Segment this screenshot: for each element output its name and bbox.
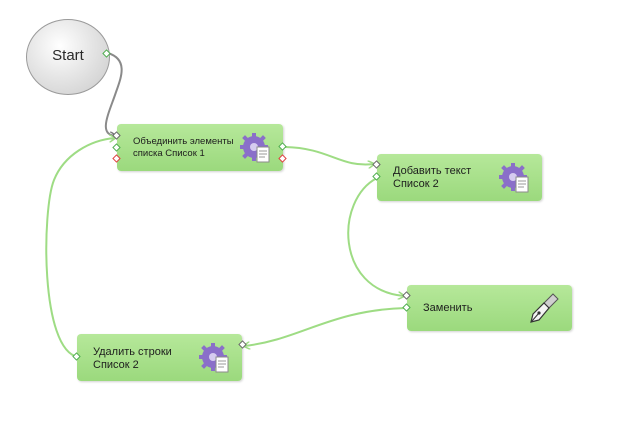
connector-merge-to-addtext[interactable] [284, 146, 374, 165]
start-output-port[interactable] [102, 49, 112, 59]
node-delete-lines[interactable]: Удалить строки Список 2 [77, 334, 242, 381]
node-delete-label-1: Удалить строки [93, 346, 172, 358]
node-merge-label-1: Объединить элементы [133, 136, 234, 147]
node-add-text[interactable]: Добавить текст Список 2 [377, 154, 542, 201]
node-addtext-label-1: Добавить текст [393, 165, 472, 177]
delete-port-left[interactable] [72, 352, 82, 362]
merge-ports-right[interactable] [278, 142, 288, 166]
merge-ports-left[interactable] [112, 131, 122, 167]
fountain-pen-icon [530, 293, 559, 323]
node-replace[interactable]: Заменить [407, 285, 572, 331]
connector-delete-to-merge[interactable] [45, 138, 115, 358]
addtext-ports-left[interactable] [372, 160, 382, 184]
replace-ports-left[interactable] [402, 291, 412, 315]
node-merge-elements[interactable]: Объединить элементы списка Список 1 [117, 124, 283, 171]
gear-document-icon [240, 133, 270, 163]
delete-port-right[interactable] [238, 340, 248, 350]
gear-document-icon [199, 343, 229, 373]
node-addtext-label-2: Список 2 [393, 178, 439, 190]
node-merge-label-2: списка Список 1 [133, 148, 205, 159]
connector-replace-to-delete[interactable] [244, 307, 407, 346]
connector-start-to-merge[interactable] [104, 52, 123, 136]
start-label: Start [52, 47, 84, 64]
connector-addtext-to-replace[interactable] [347, 177, 404, 296]
start-node[interactable]: Start [26, 19, 110, 95]
gear-document-icon [499, 163, 529, 193]
node-replace-label: Заменить [423, 302, 473, 314]
node-delete-label-2: Список 2 [93, 359, 139, 371]
